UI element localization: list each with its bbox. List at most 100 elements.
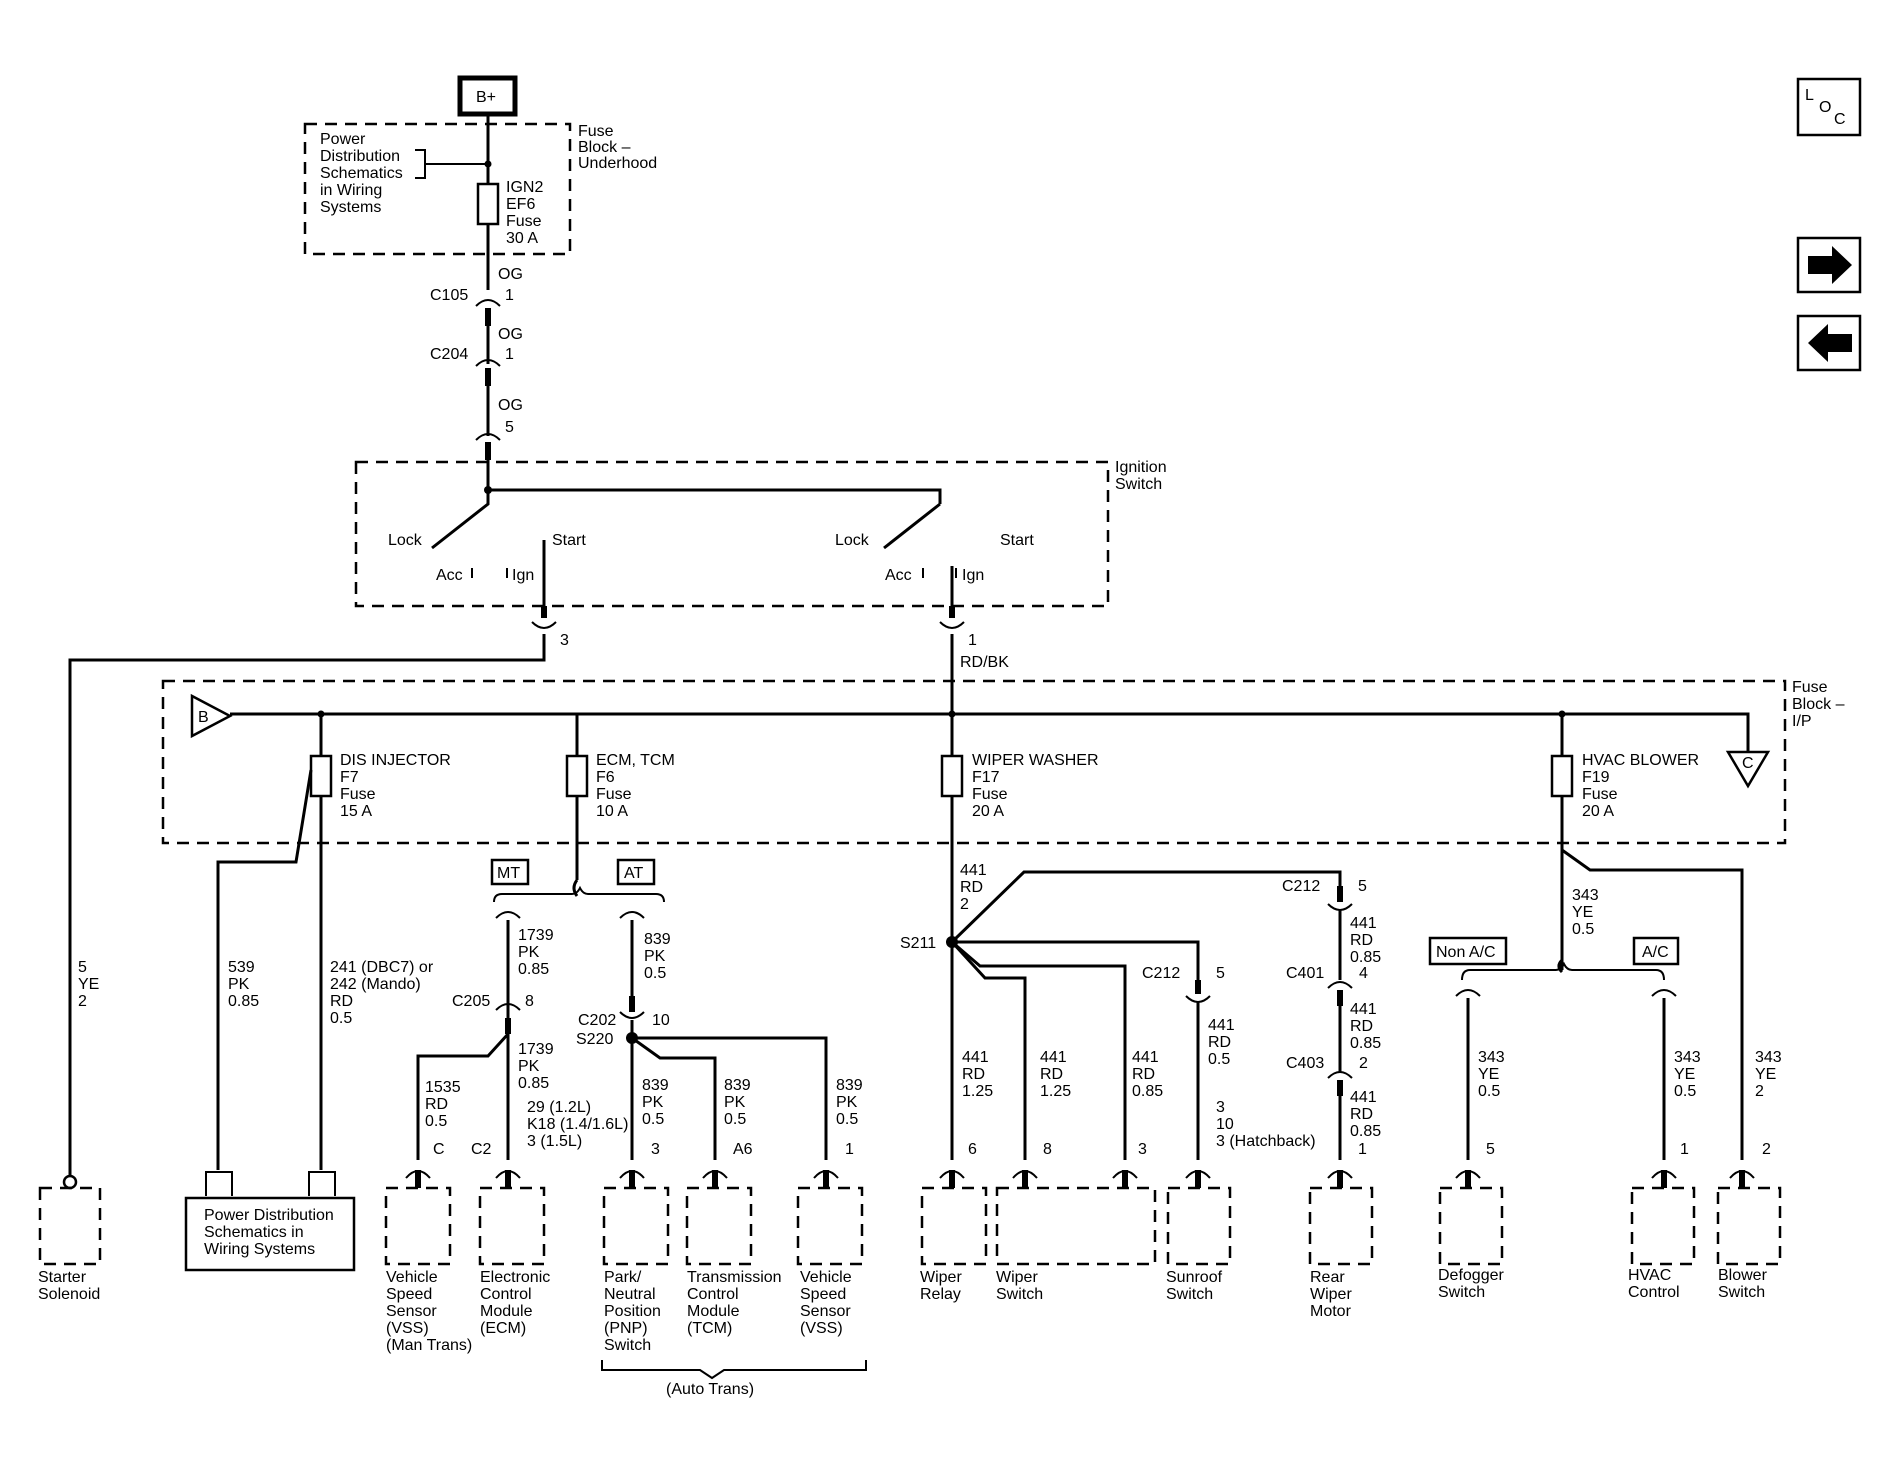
svg-text:RD: RD	[962, 1066, 985, 1083]
loc-button[interactable]: L O C	[1796, 77, 1862, 137]
svg-text:441: 441	[1350, 1001, 1377, 1018]
svg-text:Module: Module	[480, 1303, 533, 1320]
svg-text:Park/: Park/	[604, 1269, 642, 1286]
svg-text:343: 343	[1572, 887, 1599, 904]
svg-text:Starter: Starter	[38, 1269, 87, 1286]
c403-pin: 2	[1359, 1055, 1368, 1072]
svg-text:RD: RD	[960, 879, 983, 896]
svg-text:Block –: Block –	[1792, 696, 1845, 713]
svg-text:0.5: 0.5	[1478, 1083, 1500, 1100]
svg-text:Control: Control	[687, 1286, 739, 1303]
pnp-switch	[602, 1186, 670, 1266]
svg-text:YE: YE	[1755, 1066, 1776, 1083]
svg-text:Rear: Rear	[1310, 1269, 1345, 1286]
c212-mid-pin: 5	[1216, 965, 1225, 982]
pds-box-label: Power Distribution Schematics in Wiring …	[204, 1207, 334, 1258]
hvac-control-label: HVAC Control	[1628, 1267, 1680, 1301]
wire-343-defog-label: 343 YE 0.5	[1478, 1049, 1505, 1100]
svg-text:441: 441	[1350, 915, 1377, 932]
svg-text:Switch: Switch	[1115, 476, 1162, 493]
svg-text:Control: Control	[480, 1286, 532, 1303]
svg-text:Control: Control	[1628, 1284, 1680, 1301]
connector-pin	[823, 1170, 829, 1188]
fuse-f19-label: HVAC BLOWER F19 Fuse 20 A	[1582, 752, 1699, 820]
svg-text:0.85: 0.85	[518, 961, 549, 978]
svg-text:Wiring Systems: Wiring Systems	[204, 1241, 315, 1258]
wire-441-motor-label: 441 RD 0.85	[1350, 1089, 1381, 1140]
arrow-left-icon	[1808, 324, 1852, 362]
svg-text:Lock: Lock	[388, 532, 423, 549]
c204-label: C204	[430, 346, 468, 363]
s220-label: S220	[576, 1031, 613, 1048]
svg-text:0.5: 0.5	[836, 1111, 858, 1128]
svg-text:Fuse: Fuse	[972, 786, 1008, 803]
svg-text:Schematics in: Schematics in	[204, 1224, 304, 1241]
wire-839-tcm-label: 839 PK 0.5	[724, 1077, 751, 1128]
defogger-switch	[1438, 1186, 1504, 1266]
svg-text:441: 441	[1208, 1017, 1235, 1034]
wire-441-switch8-label: 441 RD 1.25	[1040, 1049, 1071, 1100]
svg-text:RD: RD	[1132, 1066, 1155, 1083]
svg-text:Fuse: Fuse	[596, 786, 632, 803]
pnp-label: Park/ Neutral Position (PNP) Switch	[604, 1269, 661, 1354]
svg-text:0.85: 0.85	[1350, 1123, 1381, 1140]
svg-text:1739: 1739	[518, 1041, 554, 1058]
svg-text:0.5: 0.5	[1674, 1083, 1696, 1100]
wire-839-upper-label: 839 PK 0.5	[644, 931, 671, 982]
wire-343-blower-label: 343 YE 2	[1755, 1049, 1782, 1100]
svg-text:PK: PK	[518, 1058, 540, 1075]
previous-page-button[interactable]	[1796, 314, 1862, 372]
c205-label: C205	[452, 993, 490, 1010]
svg-text:3 (Hatchback): 3 (Hatchback)	[1216, 1133, 1316, 1150]
svg-text:F19: F19	[1582, 769, 1610, 786]
rear-wiper-motor-label: Rear Wiper Motor	[1310, 1269, 1352, 1320]
svg-text:0.85: 0.85	[518, 1075, 549, 1092]
svg-text:Neutral: Neutral	[604, 1286, 656, 1303]
s211-label: S211	[900, 935, 936, 952]
svg-text:Blower: Blower	[1718, 1267, 1768, 1284]
svg-text:PK: PK	[644, 948, 666, 965]
svg-text:(PNP): (PNP)	[604, 1320, 648, 1337]
svg-text:Wiper: Wiper	[920, 1269, 962, 1286]
next-page-button[interactable]	[1796, 236, 1862, 294]
vss-man-trans	[384, 1186, 452, 1266]
svg-text:15 A: 15 A	[340, 803, 372, 820]
fuse-f17-label: WIPER WASHER F17 Fuse 20 A	[972, 752, 1099, 820]
hvac-control-pin: 1	[1680, 1141, 1689, 1158]
rear-wiper-motor	[1308, 1186, 1374, 1266]
svg-text:343: 343	[1674, 1049, 1701, 1066]
non-ac-tag: Non A/C	[1428, 936, 1508, 966]
svg-text:Systems: Systems	[320, 199, 381, 216]
svg-text:(VSS): (VSS)	[386, 1320, 429, 1337]
connector-pin	[1661, 1170, 1667, 1188]
c212-top-label: C212	[1282, 878, 1320, 895]
ignition-feed-pin: 5	[505, 419, 514, 436]
svg-text:Sunroof: Sunroof	[1166, 1269, 1223, 1286]
wiper-relay-pin: 6	[968, 1141, 977, 1158]
svg-text:B+: B+	[476, 89, 496, 106]
svg-text:0.5: 0.5	[724, 1111, 746, 1128]
connector-pin	[1022, 1170, 1028, 1188]
svg-text:839: 839	[642, 1077, 669, 1094]
svg-text:839: 839	[644, 931, 671, 948]
svg-text:PK: PK	[518, 944, 540, 961]
svg-text:F6: F6	[596, 769, 615, 786]
svg-text:Fuse: Fuse	[578, 123, 614, 140]
connector-pin	[629, 1170, 635, 1188]
wire-343-main-label: 343 YE 0.5	[1572, 887, 1599, 938]
svg-text:C: C	[1742, 755, 1754, 772]
wire-539-label: 539 PK 0.85	[228, 959, 259, 1010]
c105-wire: OG	[498, 266, 523, 283]
svg-text:(Man Trans): (Man Trans)	[386, 1337, 472, 1354]
wiper-switch-pin-a: 8	[1043, 1141, 1052, 1158]
svg-text:RD: RD	[1350, 1018, 1373, 1035]
svg-text:Switch: Switch	[1166, 1286, 1213, 1303]
battery-terminal: B+	[457, 75, 518, 117]
fuse-f7-label: DIS INJECTOR F7 Fuse 15 A	[340, 752, 451, 820]
svg-text:Schematics: Schematics	[320, 165, 403, 182]
pnp-pin: 3	[651, 1141, 660, 1158]
svg-text:441: 441	[1350, 1089, 1377, 1106]
sunroof-pins: 3 10 3 (Hatchback)	[1216, 1099, 1316, 1150]
svg-text:Power: Power	[320, 131, 366, 148]
